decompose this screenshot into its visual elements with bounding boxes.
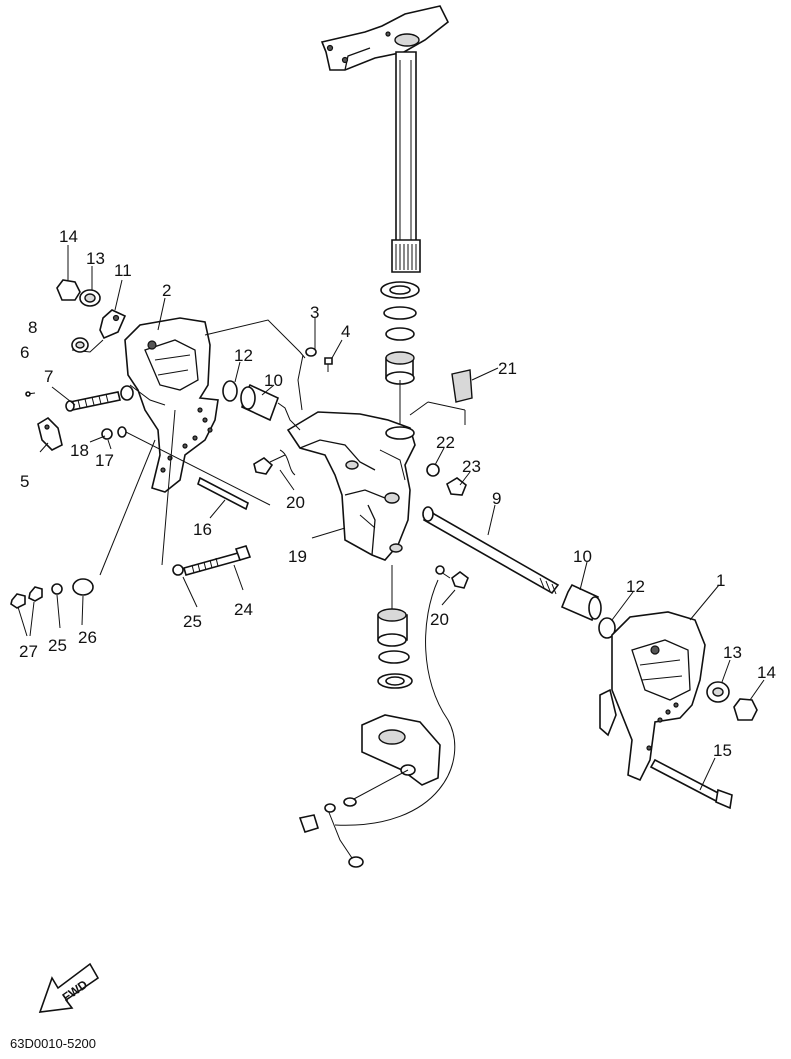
spring-7 <box>65 385 134 412</box>
callout-8: 8 <box>28 318 37 337</box>
callout-4: 4 <box>341 322 350 341</box>
bolt-24 <box>172 545 252 576</box>
clamp-bracket-right <box>599 611 706 782</box>
lower-mount <box>343 714 441 807</box>
callout-20-right: 20 <box>430 610 449 629</box>
callout-11: 11 <box>114 261 132 280</box>
callout-17: 17 <box>95 451 114 470</box>
callout-12-left: 12 <box>234 346 253 365</box>
callout-2: 2 <box>162 281 171 300</box>
callout-10-left: 10 <box>264 371 283 390</box>
callout-19: 19 <box>288 547 307 566</box>
callout-27: 27 <box>19 642 38 661</box>
callout-16: 16 <box>193 520 212 539</box>
callout-6: 6 <box>20 343 29 362</box>
rod-16 <box>197 476 249 511</box>
callout-13-left: 13 <box>86 249 105 268</box>
callout-10-right: 10 <box>573 547 592 566</box>
callout-3: 3 <box>310 303 319 322</box>
bolt-23 <box>446 477 467 496</box>
bolt-20-left <box>253 449 296 476</box>
callout-1: 1 <box>716 571 725 590</box>
washer-22 <box>426 463 440 477</box>
upper-washer-stack <box>380 281 420 425</box>
callout-25-left: 25 <box>48 636 67 655</box>
callout-24: 24 <box>234 600 253 619</box>
leader-washer-alignment <box>99 439 156 576</box>
washer-right <box>598 617 616 639</box>
callout-20-left: 20 <box>286 493 305 512</box>
callout-15: 15 <box>713 741 732 760</box>
fwd-arrow-icon: FWD <box>38 962 100 1013</box>
leader-bolt-alignment <box>161 409 176 566</box>
callout-13-right: 13 <box>723 643 742 662</box>
bushing-left <box>240 383 301 431</box>
bushing-right <box>560 583 602 622</box>
grease-fitting <box>297 347 333 411</box>
callout-12-right: 12 <box>626 577 645 596</box>
bushing-13-left <box>79 289 101 307</box>
lower-bushing-stack <box>377 565 413 689</box>
nut-8 <box>71 337 89 353</box>
nut-cap-14-left <box>56 279 81 301</box>
callout-14-right: 14 <box>757 663 776 682</box>
pin-6 <box>25 391 36 397</box>
tilt-tube <box>422 506 560 595</box>
callout-25-right: 25 <box>183 612 202 631</box>
bushing-13-right <box>706 681 730 703</box>
leader-bracket-3 <box>204 319 306 359</box>
bolt-15 <box>649 758 733 810</box>
callout-18: 18 <box>70 441 89 460</box>
steering-arm <box>320 5 450 71</box>
diagram-code: 63D0010-5200 <box>10 1036 96 1051</box>
steering-shaft <box>391 51 421 273</box>
clamp-bracket-left <box>124 317 219 493</box>
washers-bottom-left <box>10 578 94 609</box>
grease-pad <box>409 369 473 425</box>
bracket-11 <box>99 309 127 340</box>
leader-lines <box>17 245 765 791</box>
swivel-bracket <box>286 411 416 561</box>
plate-5 <box>37 416 63 451</box>
nut-cap-14-right <box>733 698 758 721</box>
ground-lead <box>298 579 456 868</box>
small-parts-17-18 <box>101 426 271 506</box>
callout-23: 23 <box>462 457 481 476</box>
bolt-20-right <box>435 565 469 589</box>
callout-21: 21 <box>498 359 517 378</box>
callout-14-left: 14 <box>59 227 78 246</box>
callout-7: 7 <box>44 367 53 386</box>
callout-5: 5 <box>20 472 29 491</box>
callout-26: 26 <box>78 628 97 647</box>
washer-left <box>222 380 238 402</box>
callout-22: 22 <box>436 433 455 452</box>
callout-9: 9 <box>492 489 501 508</box>
callout-labels: 1 2 3 4 5 6 7 8 9 10 10 11 12 12 13 13 1… <box>19 227 776 760</box>
